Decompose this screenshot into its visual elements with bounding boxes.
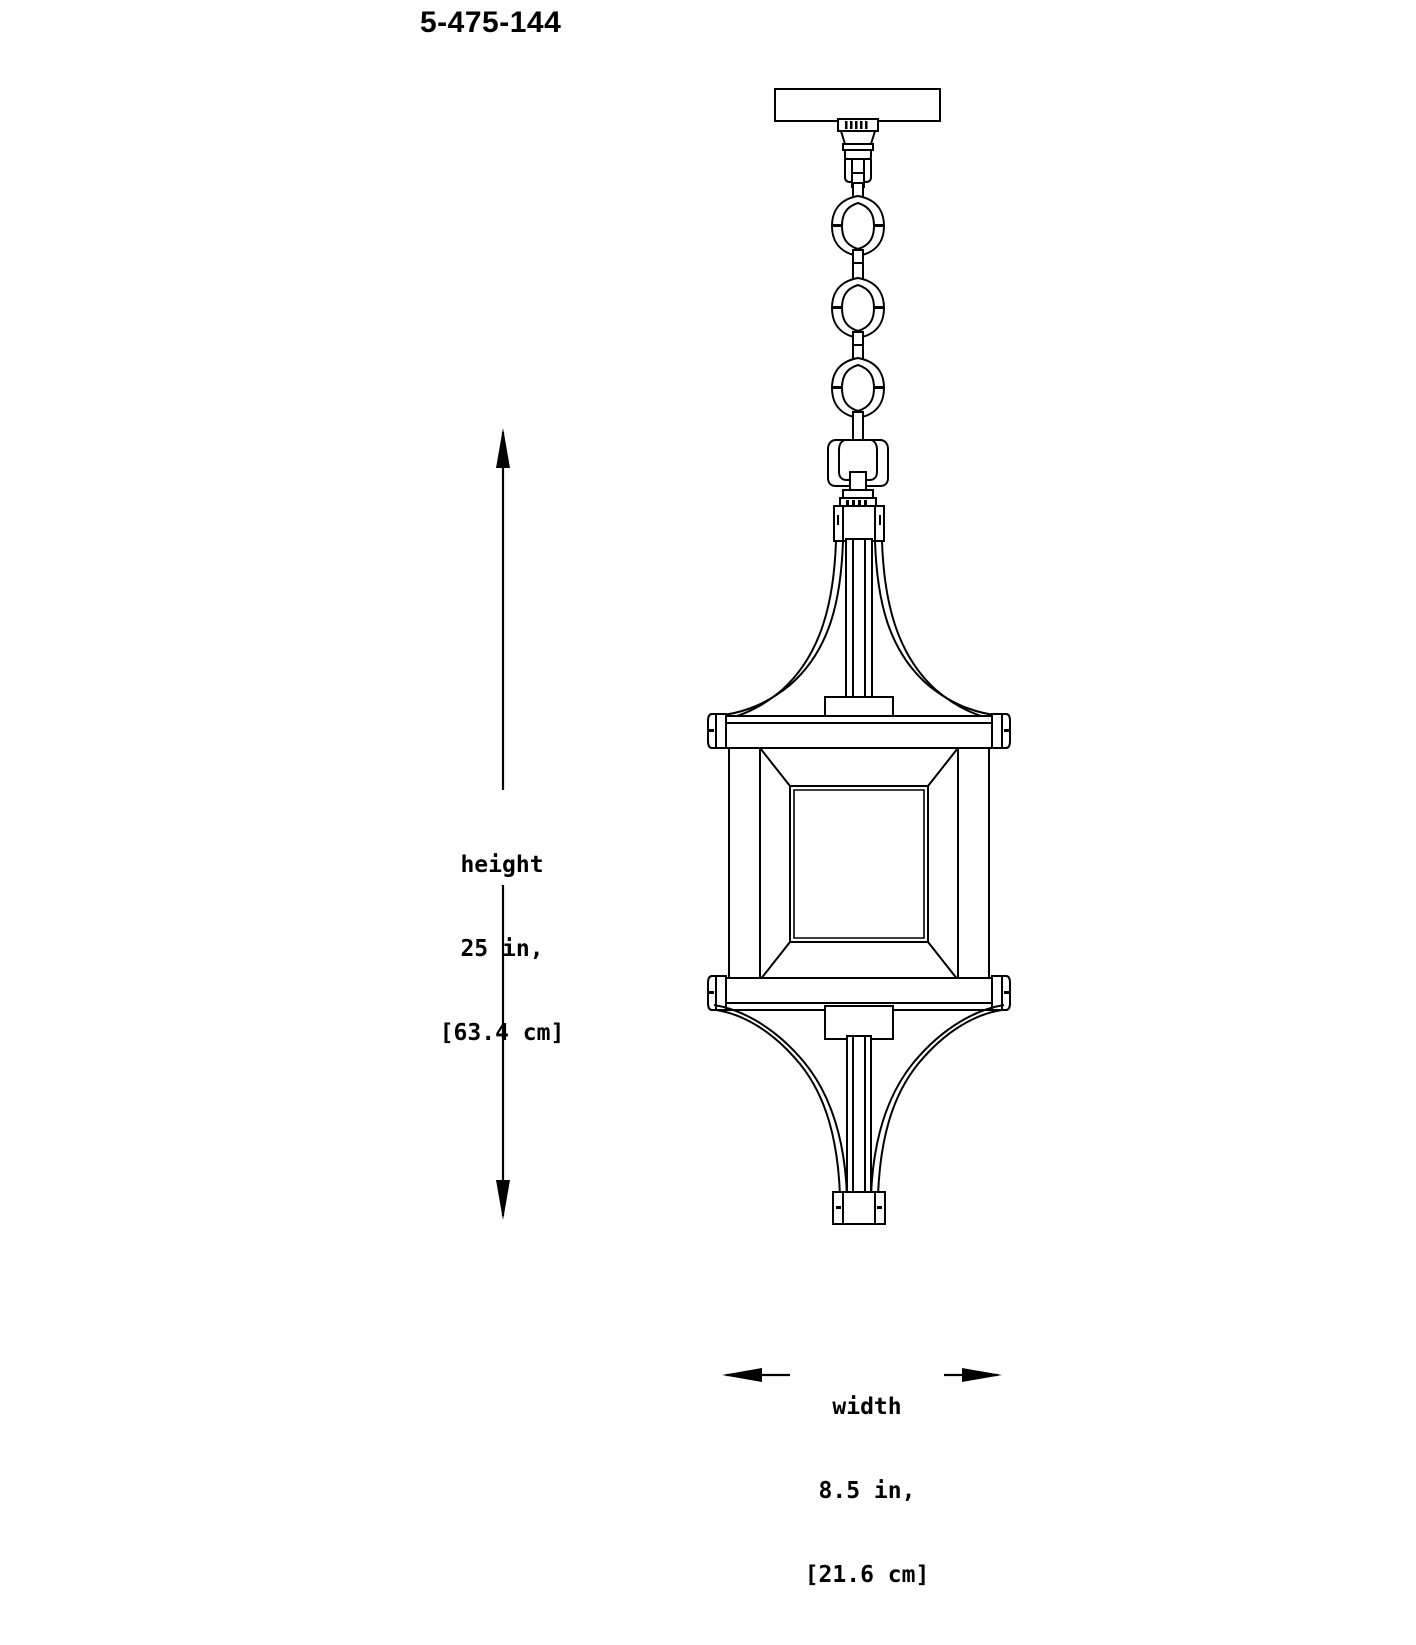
height-label-line1: height	[460, 852, 544, 878]
chain-link	[830, 356, 886, 420]
chain-link	[830, 194, 886, 258]
width-label-line3: [21.6 cm]	[804, 1562, 930, 1588]
upper-collar	[833, 505, 885, 542]
height-dimension-label: height 25 in, [63.4 cm]	[413, 795, 591, 1103]
chain	[830, 182, 886, 441]
technical-drawing-canvas: 5-475-144	[413, 6, 1011, 1588]
top-cap-band	[707, 713, 1011, 749]
width-dimension-label: width 8.5 in, [21.6 cm]	[772, 1337, 962, 1645]
width-label-line1: width	[832, 1394, 902, 1420]
hanger-loop	[844, 149, 872, 188]
width-dimension-line	[722, 1368, 1002, 1382]
lower-arms	[713, 1004, 1005, 1197]
width-label-line2: 8.5 in,	[818, 1478, 916, 1504]
height-label-line2: 25 in,	[460, 936, 544, 962]
threaded-collar	[837, 118, 879, 151]
chain-link	[830, 276, 886, 340]
swivel-shackle	[827, 439, 889, 509]
height-label-line3: [63.4 cm]	[439, 1020, 565, 1046]
canopy-plate	[774, 88, 941, 122]
bottom-band	[707, 975, 1011, 1011]
lantern-line-drawing	[496, 88, 1011, 1382]
page-title: 5-475-144	[420, 6, 562, 39]
glass-panel-body	[728, 747, 990, 981]
bottom-finial	[832, 1191, 886, 1225]
upper-stem	[845, 538, 873, 704]
lower-hub-block	[824, 1005, 894, 1040]
lower-stem	[846, 1035, 872, 1199]
height-dimension-line	[496, 428, 510, 1220]
